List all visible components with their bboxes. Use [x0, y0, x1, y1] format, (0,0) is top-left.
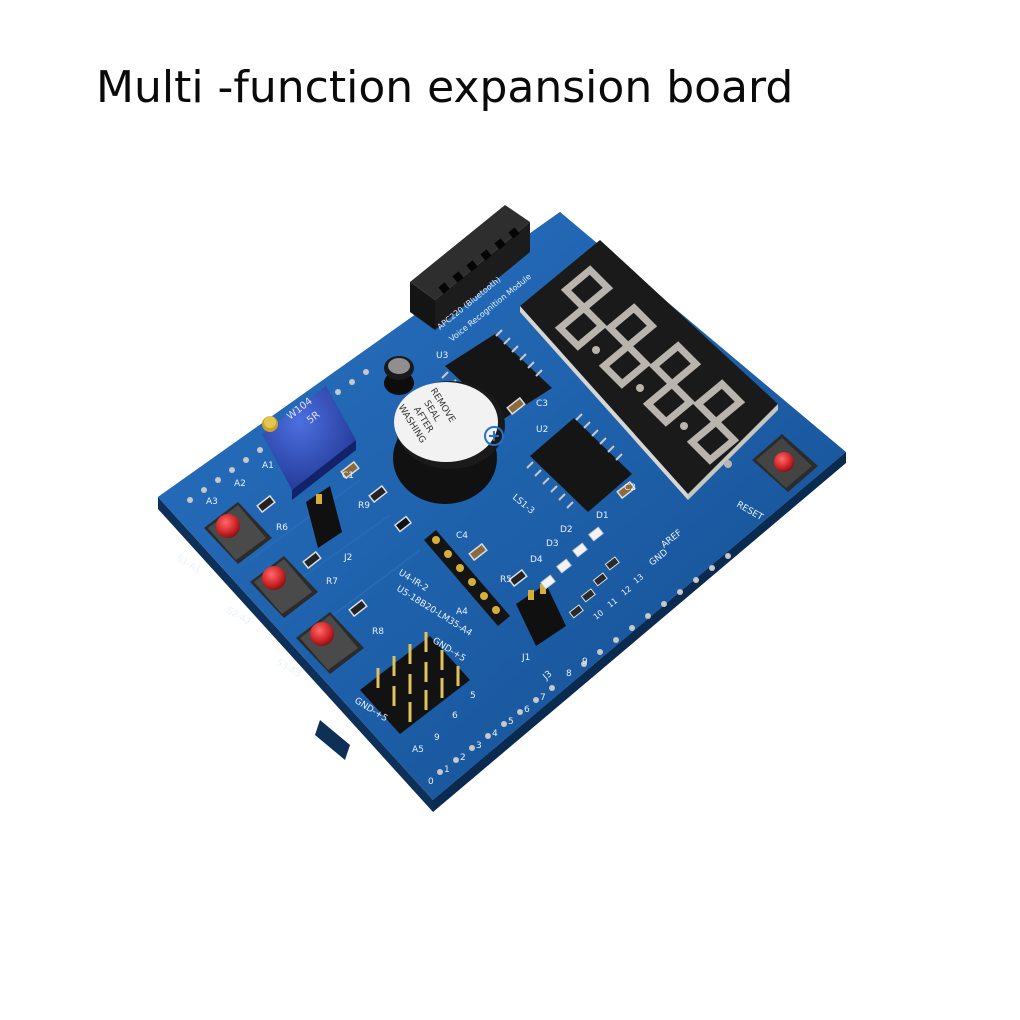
pin-label-6: 6: [524, 705, 530, 715]
button-label-s1: S1-A1: [175, 554, 203, 576]
pin-label-2: 2: [460, 753, 466, 763]
cap-label-c2: C2: [624, 483, 636, 493]
pin-label-1: 1: [444, 765, 450, 775]
pin-label-5: 5: [508, 717, 514, 727]
smd-components: [256, 396, 636, 618]
pin-label-4: 4: [492, 729, 498, 739]
led-label-d2: D2: [560, 525, 573, 535]
ic-label-u3: U3: [436, 351, 448, 361]
jumper-label-j1: J1: [521, 653, 530, 663]
digital-pin-row: [437, 553, 731, 775]
buzzer: [393, 381, 505, 504]
analog-label-a2: A2: [234, 479, 246, 489]
push-button-s3[interactable]: [296, 612, 364, 674]
header-digit-6: 6: [452, 711, 458, 721]
electrolytic-capacitor: [384, 356, 414, 395]
pin-label-7: 7: [540, 693, 546, 703]
pin-label-a5: A5: [412, 745, 424, 755]
smd-leds: [540, 526, 620, 619]
jumper-j2[interactable]: [306, 486, 342, 548]
resistor-label-r5: R5: [500, 575, 512, 585]
seven-segment-display: [520, 240, 778, 500]
analog-label-a1: A1: [262, 461, 274, 471]
jumper-j1[interactable]: [516, 584, 566, 646]
led-label-d4: D4: [530, 555, 543, 565]
resistor-label-r9: R9: [358, 501, 370, 511]
analog-label-a3: A3: [206, 497, 218, 507]
ic-chip-u2: [526, 413, 632, 512]
module-female-header: [410, 205, 530, 330]
resistor-label-r8: R8: [372, 627, 384, 637]
reset-button[interactable]: [752, 434, 818, 492]
jumper-label-j2: J2: [343, 553, 352, 563]
resistor-label-r6: R6: [276, 523, 288, 533]
pin-label-0: 0: [428, 777, 434, 787]
cap-label-c1: C1: [342, 471, 354, 481]
page-title: Multi -function expansion board: [96, 62, 794, 113]
resistor-label-r7: R7: [326, 577, 338, 587]
button-label-s2: S2-A2: [225, 606, 253, 628]
led-label-d1: D1: [596, 511, 609, 521]
pin-label-9: 9: [582, 657, 588, 667]
pin-label-8: 8: [566, 669, 572, 679]
cap-label-c3: C3: [536, 399, 548, 409]
cap-label-c4: C4: [456, 531, 468, 541]
pin-label-a4: A4: [456, 607, 468, 617]
potentiometer: [262, 386, 356, 500]
analog-pin-row: [187, 369, 369, 503]
push-button-s2[interactable]: [250, 556, 318, 618]
male-pin-header: [360, 632, 470, 734]
ic-label-u2: U2: [536, 425, 548, 435]
led-label-d3: D3: [546, 539, 559, 549]
header-digit-9: 9: [434, 733, 440, 743]
pin-label-3: 3: [476, 741, 482, 751]
sensor-socket-header: [424, 530, 510, 626]
push-button-s1[interactable]: [204, 502, 272, 564]
header-digit-5: 5: [470, 691, 476, 701]
